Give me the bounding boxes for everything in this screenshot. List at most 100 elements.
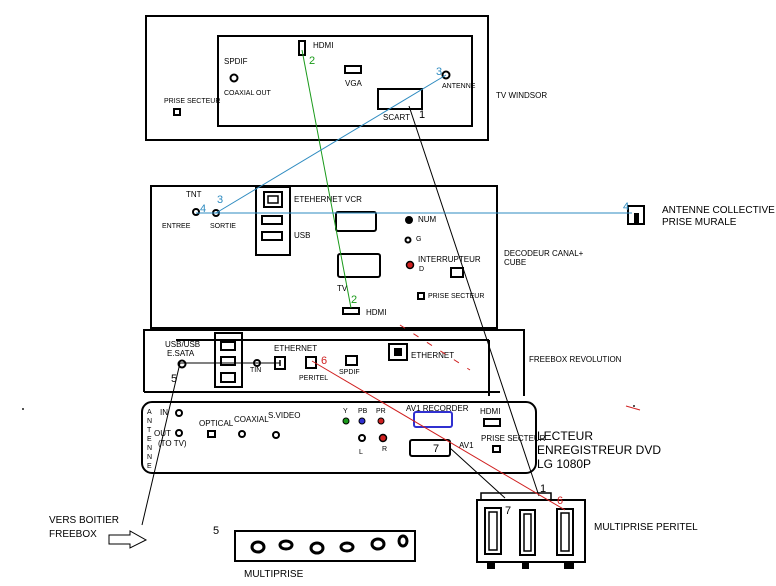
multiprise-peritel-foot-3 xyxy=(564,562,574,569)
decoder-interrupteur-label: INTERRUPTEUR xyxy=(418,255,481,264)
dvd-prise-secteur-label: PRISE SECTEUR xyxy=(481,434,546,443)
num-2-dec: 2 xyxy=(351,294,357,306)
dvd-out-label: OUT xyxy=(154,429,171,438)
antenne-collective-line1: ANTENNE COLLECTIVE xyxy=(662,205,775,216)
num-3-tv: 3 xyxy=(436,66,442,78)
tv-prise-secteur-label: PRISE SECTEUR xyxy=(164,98,220,105)
freebox-esata-label: E.SATA xyxy=(167,349,195,358)
dvd-frame xyxy=(141,401,537,474)
decoder-num-port xyxy=(405,216,413,224)
multiprise-peritel-body xyxy=(476,499,586,563)
freebox-usb-block xyxy=(214,332,243,388)
multiprise-peritel-socket-1 xyxy=(484,507,502,555)
decoder-entree-port xyxy=(192,208,200,216)
decoder-d-label: D xyxy=(419,266,424,273)
dvd-pr-label: PR xyxy=(376,408,386,415)
num-5-multi: 5 xyxy=(213,525,219,537)
tv-scart-label: SCART xyxy=(383,113,410,122)
freebox-ethernet-left-label: ETHERNET xyxy=(274,344,317,353)
decoder-entree-label: ENTREE xyxy=(162,223,191,230)
dvd-hdmi-port xyxy=(483,418,501,427)
multiprise-peritel-socket-2-inner xyxy=(523,513,532,552)
freebox-ethernet-right-port-inner xyxy=(394,348,402,356)
stray-dot-1 xyxy=(22,408,24,410)
decoder-name-line1: DECODEUR CANAL+ xyxy=(504,249,584,258)
cable-7-av1 xyxy=(449,447,506,499)
multiprise-peritel-socket-3 xyxy=(556,508,574,556)
dvd-in-label: IN xyxy=(160,408,168,417)
dvd-pb-port xyxy=(358,417,366,425)
cable-6-tick xyxy=(625,405,641,411)
dvd-antenna-letter-3: E xyxy=(147,436,152,443)
vers-boitier-line2: FREEBOX xyxy=(49,529,97,540)
tv-hdmi-label: HDMI xyxy=(313,41,333,50)
dvd-coaxial-label: COAXIAL xyxy=(234,415,269,424)
num-6-multi: 6 xyxy=(557,495,563,507)
cable-6-peritel xyxy=(311,360,566,511)
decoder-tv-scart xyxy=(337,253,381,278)
antenne-collective-line2: PRISE MURALE xyxy=(662,217,737,228)
dvd-l-label: L xyxy=(359,449,363,456)
cable-3-antenne xyxy=(215,74,447,214)
dvd-r-label: R xyxy=(382,446,387,453)
decoder-frame xyxy=(150,185,498,329)
freebox-esata-port xyxy=(220,372,236,383)
decoder-switch xyxy=(450,267,464,278)
dvd-antenna-letter-4: N xyxy=(147,445,152,452)
cable-6-dashed xyxy=(399,324,471,371)
tv-scart-port xyxy=(377,88,423,110)
dvd-name-line1: LECTEUR xyxy=(537,429,593,443)
multiprise-outlet-1 xyxy=(250,540,266,554)
multiprise-peritel-foot-1 xyxy=(487,562,495,569)
dvd-coaxial-port xyxy=(238,430,246,438)
dvd-y-port xyxy=(342,417,350,425)
num-1-tv: 1 xyxy=(419,109,425,121)
decoder-tv-label: TV xyxy=(337,284,348,293)
decoder-usb-port-2 xyxy=(261,231,283,241)
dvd-antenna-letter-2: T xyxy=(147,427,152,434)
multiprise-peritel-socket-3-inner xyxy=(560,512,570,552)
multiprise-peritel-foot-2 xyxy=(522,562,529,569)
dvd-out-port xyxy=(175,429,183,437)
tv-antenne-port xyxy=(441,70,451,80)
dvd-pb-label: PB xyxy=(358,408,368,415)
decoder-tnt-label: TNT xyxy=(186,190,202,199)
dvd-antenna-letter-5: N xyxy=(147,454,152,461)
multiprise-outlet-6 xyxy=(397,534,409,548)
dvd-l-port xyxy=(358,434,366,442)
tv-panel xyxy=(217,35,473,127)
decoder-eth-usb-block xyxy=(255,186,291,256)
decoder-num-label: NUM xyxy=(418,215,437,224)
dvd-r-port xyxy=(378,433,388,443)
dvd-hdmi-label: HDMI xyxy=(480,407,500,416)
tv-vga-label: VGA xyxy=(345,79,363,88)
num-6-free: 6 xyxy=(321,355,327,367)
decoder-g-port xyxy=(404,236,412,244)
freebox-ethernet-right-label: ETHERNET xyxy=(411,351,454,360)
tv-coaxial-out-label: COAXIAL OUT xyxy=(224,90,272,97)
num-5-free: 5 xyxy=(171,373,177,385)
dvd-antenna-letter-6: E xyxy=(147,463,152,470)
multiprise-label: MULTIPRISE xyxy=(244,569,304,580)
num-4-dec: 4 xyxy=(200,203,206,215)
decoder-vcr-label: VCR xyxy=(345,195,362,204)
num-7-multi: 7 xyxy=(505,505,511,517)
freebox-ethernet-right-port xyxy=(388,343,408,361)
dvd-antenna-letters: A N T E N N E xyxy=(147,409,152,470)
freebox-spdif-port xyxy=(345,355,358,366)
dvd-svideo-label: S.VIDEO xyxy=(268,411,300,420)
dvd-av1-recorder-port xyxy=(413,411,453,428)
multiprise-peritel-label: MULTIPRISE PERITEL xyxy=(594,522,698,533)
dvd-antenna-letter-1: N xyxy=(147,418,152,425)
dvd-av1-recorder-label: AV1 RECORDER xyxy=(406,404,469,413)
decoder-ethernet-port-inner xyxy=(267,195,279,204)
freebox-usb-label: USB/USB xyxy=(165,340,200,349)
dvd-antenna-letter-0: A xyxy=(147,409,152,416)
wall-socket-pin xyxy=(634,213,639,224)
cable-2-hdmi xyxy=(301,49,352,309)
dvd-svideo-port xyxy=(272,431,280,439)
freebox-tin-label: TIN xyxy=(250,367,261,374)
tv-spdif-label: SPDIF xyxy=(224,57,248,66)
dvd-av1-label: AV1 xyxy=(459,441,474,450)
